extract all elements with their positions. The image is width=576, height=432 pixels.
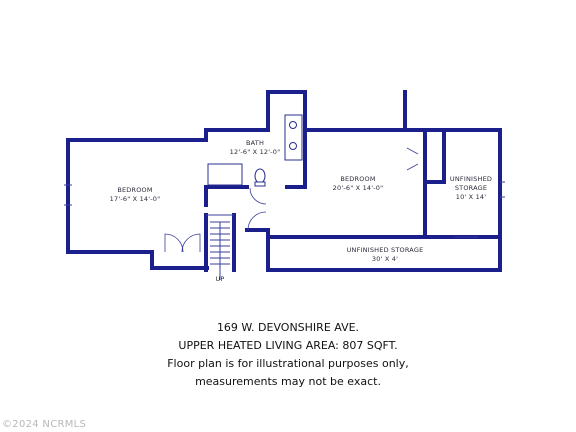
caption-disclaimer-1: Floor plan is for illustrational purpose… xyxy=(167,357,409,370)
closet-door-1 xyxy=(406,147,419,155)
bathtub xyxy=(207,163,243,186)
bedroom-right-door xyxy=(249,187,267,205)
caption-area: UPPER HEATED LIVING AREA: 807 SQFT. xyxy=(178,339,398,352)
room-name-line2: STORAGE xyxy=(454,184,488,192)
room-dims: 30' X 4' xyxy=(371,255,399,263)
bath-walls xyxy=(204,90,407,132)
room-label-storage-long: UNFINISHED STORAGE 30' X 4' xyxy=(330,246,440,264)
bedroom-left-walls xyxy=(66,128,209,270)
room-dims: 10' X 14' xyxy=(455,193,487,201)
storage-long-walls xyxy=(266,228,502,272)
sink-2 xyxy=(289,142,297,150)
room-dims: 20'-6" X 14'-0" xyxy=(332,184,384,192)
room-label-bedroom-left: BEDROOM 17'-6" X 14'-0" xyxy=(95,186,175,204)
room-name: BATH xyxy=(245,139,265,147)
room-name: BEDROOM xyxy=(340,175,376,183)
room-name: UNFINISHED STORAGE xyxy=(346,246,424,254)
room-name-line1: UNFINISHED xyxy=(449,175,493,183)
toilet xyxy=(254,168,266,184)
storage-small-walls xyxy=(442,128,502,239)
room-label-bedroom-right: BEDROOM 20'-6" X 14'-0" xyxy=(318,175,398,193)
plan-caption: 169 W. DEVONSHIRE AVE. UPPER HEATED LIVI… xyxy=(0,319,576,391)
stairs-up-label: UP xyxy=(215,275,225,283)
room-dims: 17'-6" X 14'-0" xyxy=(109,195,161,203)
sink-1 xyxy=(289,121,297,129)
room-label-bath: BATH 12'-6" X 12'-0" xyxy=(225,139,285,157)
stair-treads xyxy=(210,221,230,280)
toilet-tank xyxy=(254,181,266,187)
room-name: BEDROOM xyxy=(117,186,153,194)
landing-door xyxy=(247,211,267,231)
watermark: ©2024 NCRMLS xyxy=(2,419,87,430)
caption-address: 169 W. DEVONSHIRE AVE. xyxy=(216,321,360,334)
room-dims: 12'-6" X 12'-0" xyxy=(229,148,281,156)
caption-disclaimer-2: measurements may not be exact. xyxy=(195,375,381,388)
closet-door-2 xyxy=(406,163,419,171)
bedroom-left-door xyxy=(164,233,184,253)
room-label-storage-small: UNFINISHED STORAGE 10' X 14' xyxy=(440,175,502,202)
bedroom-left-door-2 xyxy=(181,233,201,253)
